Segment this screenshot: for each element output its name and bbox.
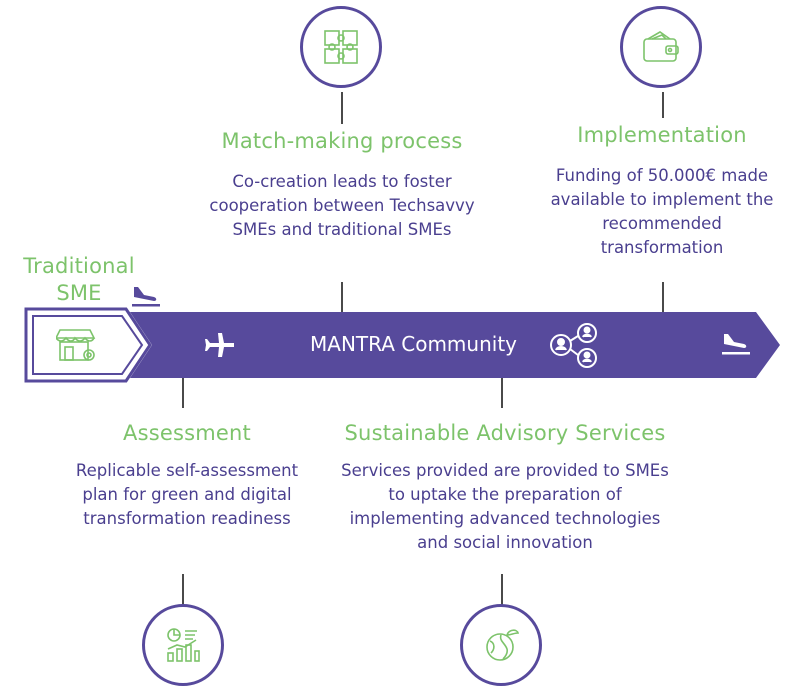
puzzle-icon xyxy=(324,30,358,64)
assessment-text: Replicable self-assessment plan for gree… xyxy=(75,461,299,528)
start-label: Traditional SME xyxy=(23,254,135,305)
connector-assessment xyxy=(182,378,184,408)
match-text: Co-creation leads to foster cooperation … xyxy=(209,172,475,239)
connector-implementation-lower xyxy=(662,282,664,312)
takeoff-plane-icon xyxy=(205,333,234,357)
implementation-text: Funding of 50.000€ made available to imp… xyxy=(550,166,774,257)
assessment-title: Assessment xyxy=(123,421,251,445)
connector-implementation xyxy=(662,92,664,118)
store-icon xyxy=(56,329,96,361)
match-title: Match-making process xyxy=(221,129,463,153)
wallet-icon xyxy=(643,31,679,62)
advisory-circle xyxy=(460,604,542,686)
connector-assessment-lower xyxy=(182,574,184,606)
connector-advisory xyxy=(501,378,503,408)
band-label: MANTRA Community xyxy=(310,332,517,356)
implementation-circle xyxy=(620,6,702,88)
assessment-circle xyxy=(142,604,224,686)
landing-plane-icon xyxy=(132,287,160,307)
advisory-text: Services provided are provided to SMEs t… xyxy=(341,461,669,552)
network-icon xyxy=(550,323,597,368)
connector-match xyxy=(341,92,343,124)
connector-advisory-lower xyxy=(501,574,503,606)
advisory-title: Sustainable Advisory Services xyxy=(344,421,666,445)
implementation-title: Implementation xyxy=(577,123,747,147)
eco-globe-icon xyxy=(486,629,520,661)
arrival-plane-icon xyxy=(722,334,750,355)
match-circle xyxy=(300,6,382,88)
connector-match-lower xyxy=(341,282,343,312)
analytics-icon xyxy=(167,628,200,662)
